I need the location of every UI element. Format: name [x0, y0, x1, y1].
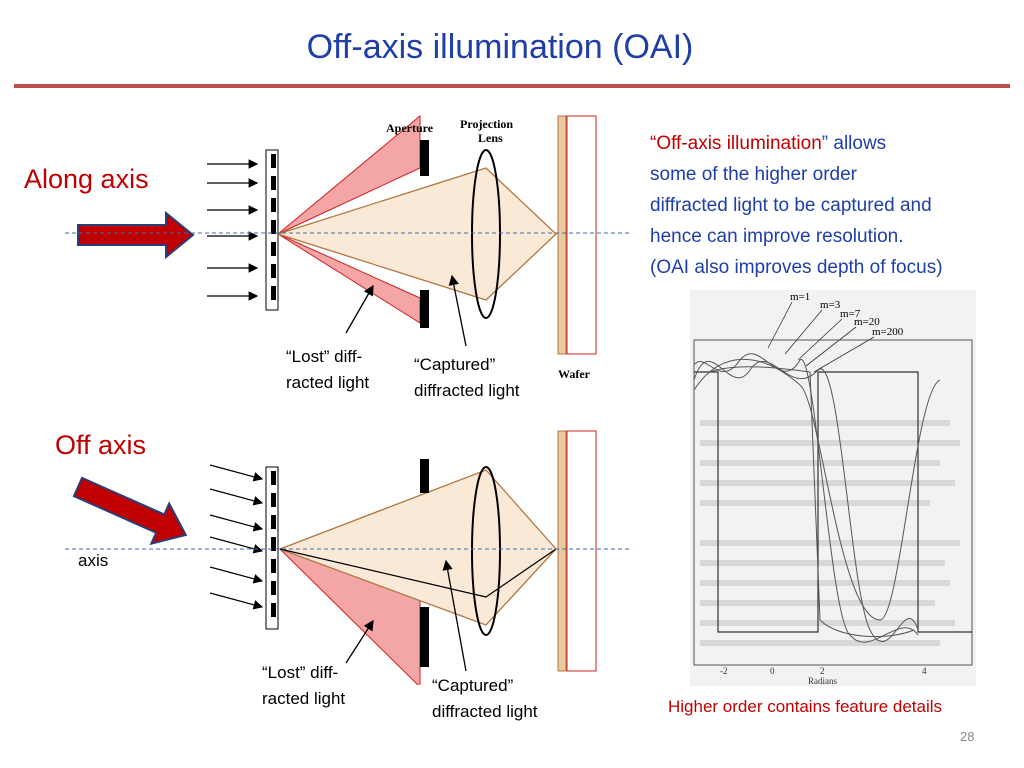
x-tick-3: 4	[922, 666, 927, 676]
axis-label: axis	[78, 551, 109, 570]
captured-cone	[275, 167, 557, 301]
x-tick-1: 0	[770, 666, 775, 676]
bottom-lost-label: “Lost” diff-racted light	[262, 663, 346, 708]
aperture-lower	[420, 607, 429, 667]
bottom-captured-label: “Captured”diffracted light	[432, 676, 538, 721]
page-number: 28	[960, 729, 975, 744]
square-wave	[694, 371, 972, 633]
plot-label-m200: m=200	[872, 326, 904, 338]
slide-title: Off-axis illumination (OAI)	[306, 28, 694, 66]
quote-open: “	[650, 133, 657, 154]
off-axis-diagram	[65, 430, 630, 685]
top-lost-label: “Lost” diff-racted light	[286, 347, 370, 392]
x-tick-2: 2	[820, 666, 825, 676]
incoming-rays	[207, 159, 259, 301]
aperture-upper	[420, 140, 429, 176]
plot-label-m3: m=3	[820, 299, 841, 311]
aperture-lower	[420, 290, 429, 328]
wafer	[566, 430, 597, 672]
plot-caption: Higher order contains feature details	[668, 697, 943, 716]
along-axis-heading: Along axis	[24, 164, 149, 194]
aperture-upper	[420, 459, 429, 493]
along-axis-diagram: Aperture Projection Lens Wafer	[65, 114, 630, 381]
mask-lines	[271, 154, 276, 300]
along-axis-arrow	[77, 210, 195, 260]
x-axis-label: Radians	[808, 676, 837, 686]
off-axis-arrow	[72, 476, 188, 546]
oblique-rays	[209, 464, 264, 610]
x-tick-0: -2	[720, 666, 728, 676]
wafer-stage	[557, 430, 567, 672]
projection-lens	[471, 466, 501, 636]
lens-label-1: Projection	[460, 117, 513, 131]
wafer	[566, 115, 597, 355]
highlight-text: Off-axis illumination	[656, 133, 822, 154]
projection-lens	[471, 149, 501, 319]
plot-label-m1: m=1	[790, 291, 810, 303]
title-rule	[14, 84, 1010, 88]
wafer-stage	[557, 115, 567, 355]
wafer-label: Wafer	[558, 367, 591, 381]
fourier-plot: m=1 m=3 m=7 m=20 m=200 -2 0 2 4 Radians	[690, 290, 976, 686]
top-captured-label: “Captured”diffracted light	[414, 355, 520, 400]
off-axis-heading: Off axis	[55, 430, 147, 460]
aperture-label: Aperture	[386, 121, 434, 135]
oai-paragraph: “Off-axis illumination” allows some of t…	[650, 133, 943, 278]
plot-label-m7: m=7	[840, 308, 861, 320]
plot-label-m20: m=20	[854, 316, 880, 328]
lens-label-2: Lens	[478, 131, 503, 145]
